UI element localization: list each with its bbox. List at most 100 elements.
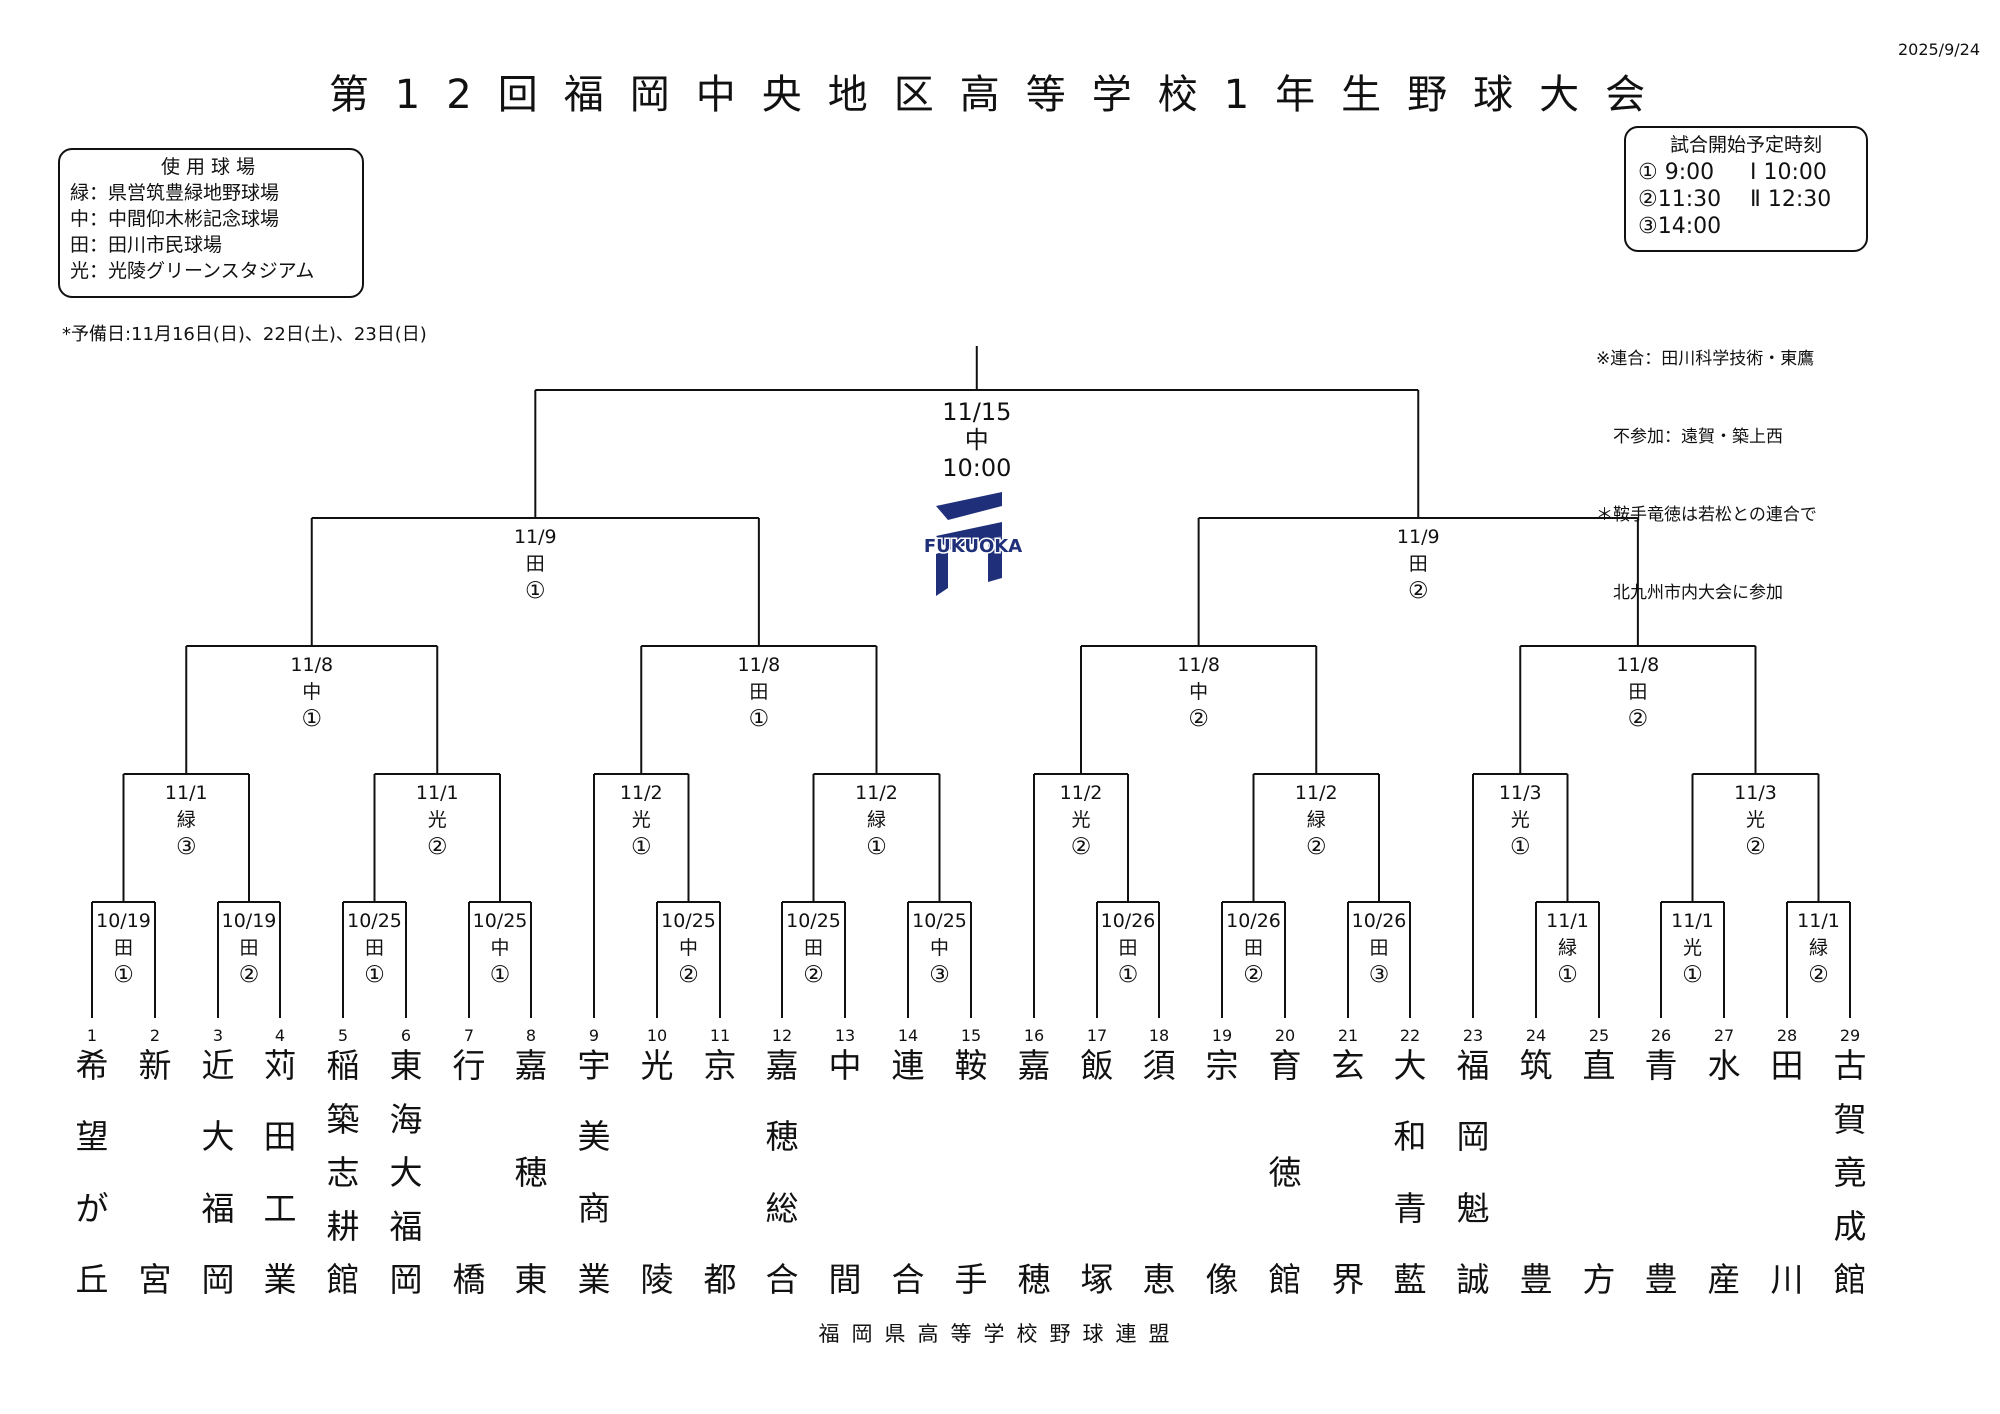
team-seed-number: 12: [771, 1026, 793, 1045]
match-slot: ①: [301, 706, 323, 732]
match-slot: ①: [1682, 962, 1703, 988]
team-name: 直方: [1582, 1046, 1616, 1299]
match-date: 10/26: [1100, 910, 1156, 932]
team-name: 連合: [891, 1046, 925, 1299]
team-name: 大和青藍: [1393, 1046, 1427, 1299]
match-slot: ②: [1627, 706, 1649, 732]
match-venue: 田: [1118, 937, 1138, 959]
match-venue: 中: [678, 937, 698, 959]
match-venue: 光: [427, 809, 447, 831]
start-time-row: ②11:30 Ⅱ 12:30: [1638, 186, 1854, 213]
match-venue: 光: [1745, 809, 1765, 831]
start-time-row: ③14:00: [1638, 213, 1854, 240]
team-seed-number: 10: [646, 1026, 668, 1045]
team-name: 福岡魁誠: [1456, 1046, 1490, 1299]
team-seed-number: 7: [463, 1026, 475, 1045]
team-name: 宇美商業: [577, 1046, 611, 1299]
match-slot: ③: [1368, 962, 1390, 988]
team-seed-number: 14: [897, 1026, 919, 1045]
match-venue: 田: [364, 937, 384, 959]
team-seed-number: 8: [525, 1026, 537, 1045]
match-venue: 緑: [176, 809, 196, 831]
note-line: 不参加：遠賀・築上西: [1596, 427, 1783, 447]
document-date: 2025/9/24: [1897, 40, 1980, 59]
venue-legend-item: 光：光陵グリーンスタジアム: [70, 260, 315, 282]
start-time-header: 試合開始予定時刻: [1669, 134, 1822, 156]
team-name: 田川: [1770, 1046, 1804, 1299]
team-seed-number: 15: [960, 1026, 982, 1045]
logo-text: FUKUOKA: [924, 536, 1022, 557]
team-name: 古賀竟成館: [1833, 1046, 1867, 1299]
match-venue: 田: [1243, 937, 1263, 959]
match-slot: ①: [1557, 962, 1578, 988]
team-name: 嘉穂東: [514, 1046, 548, 1299]
match-date: 11/2: [1294, 782, 1338, 804]
organizer-footer: 福岡県高等学校野球連盟: [818, 1322, 1182, 1346]
team-name: 光陵: [640, 1046, 674, 1299]
start-time: Ⅱ 12:30: [1750, 187, 1832, 212]
team-name: 京都: [703, 1046, 737, 1299]
match-date: 11/2: [855, 782, 898, 804]
match-date: 10/26: [1351, 910, 1407, 932]
team-name: 青豊: [1644, 1046, 1678, 1299]
match-venue: 田: [1628, 681, 1648, 703]
start-time: Ⅰ 10:00: [1750, 160, 1827, 185]
team-seed-number: 23: [1462, 1026, 1484, 1045]
team-name: 稲築志耕館: [326, 1046, 360, 1299]
note-line: ＊鞍手竜徳は若松との連合で: [1596, 505, 1817, 525]
match-venue: 光: [1510, 809, 1530, 831]
team-seed-number: 13: [834, 1026, 856, 1045]
start-time: ① 9:00: [1638, 160, 1715, 185]
match-date: 11/8: [290, 654, 334, 676]
match-slot: ②: [1188, 706, 1209, 732]
team-name: 宗像: [1205, 1046, 1239, 1299]
team-seed-number: 6: [400, 1026, 412, 1045]
match-date: 11/2: [619, 782, 663, 804]
match-date: 10/25: [347, 910, 402, 932]
match-date: 11/1: [1546, 910, 1589, 932]
venue-legend-item: 田：田川市民球場: [70, 234, 223, 256]
team-seed-number: 3: [212, 1026, 224, 1045]
match-venue: 光: [631, 809, 651, 831]
match-venue: 緑: [866, 809, 886, 831]
match-date: 11/8: [737, 654, 781, 676]
start-time: ②11:30: [1638, 187, 1722, 212]
team-name: 近大福岡: [201, 1046, 235, 1299]
match-info: 10/26 田 ②: [1194, 908, 1314, 989]
match-date: 10/26: [1226, 910, 1281, 932]
match-slot: ①: [866, 834, 887, 860]
match-slot: ②: [1243, 962, 1264, 988]
team-name: 飯塚: [1080, 1046, 1114, 1299]
match-venue: 光: [1682, 937, 1702, 959]
match-info: 11/2 緑 ①: [817, 780, 937, 861]
team-seed-number: 20: [1274, 1026, 1296, 1045]
start-time-row: ① 9:00 Ⅰ 10:00: [1638, 159, 1854, 186]
team-name: 苅田工業: [263, 1046, 297, 1299]
start-time: ③14:00: [1638, 214, 1722, 239]
match-slot: ②: [803, 962, 824, 988]
team-seed-number: 17: [1086, 1026, 1108, 1045]
match-date: 11/8: [1177, 654, 1220, 676]
match-date: 11/2: [1059, 782, 1103, 804]
match-slot: ③: [929, 962, 950, 988]
team-seed-number: 29: [1839, 1026, 1861, 1045]
team-seed-number: 5: [337, 1026, 349, 1045]
match-date: 11/3: [1734, 782, 1777, 804]
match-venue: 中: [490, 937, 510, 959]
match-venue: 中: [964, 426, 989, 454]
match-date: 10/19: [221, 910, 277, 932]
match-venue: 緑: [1306, 809, 1326, 831]
